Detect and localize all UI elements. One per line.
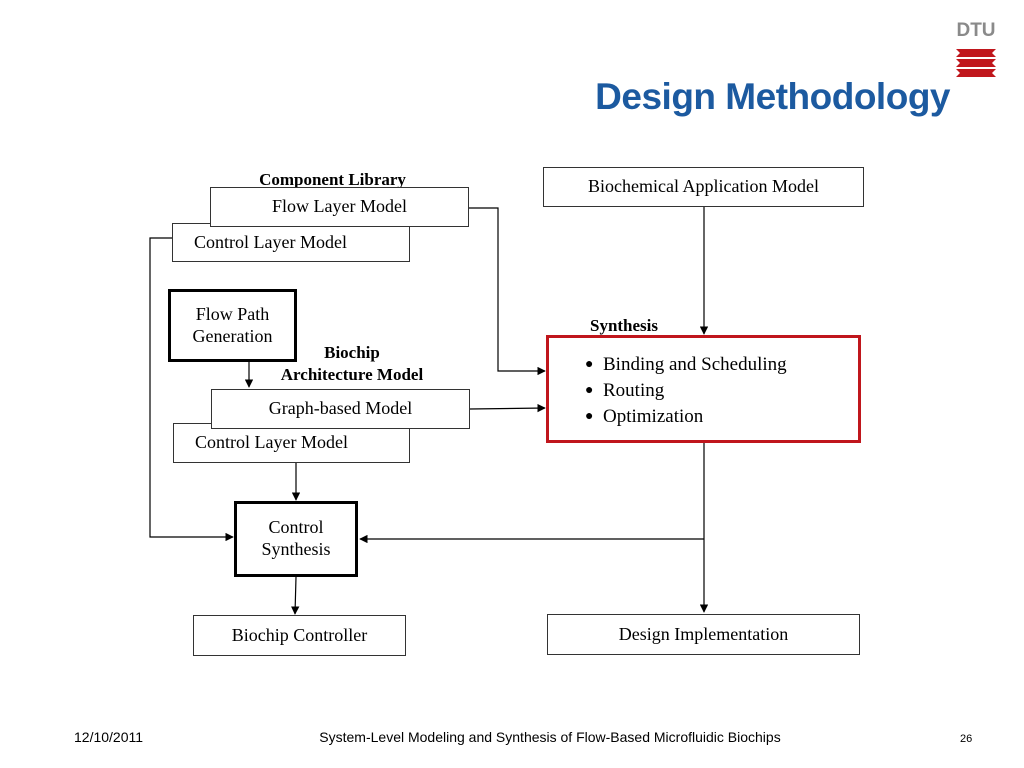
dtu-logo: DTU xyxy=(954,20,998,78)
design-implementation-label: Design Implementation xyxy=(618,623,789,644)
footer-date: 12/10/2011 xyxy=(74,729,144,745)
biochip-architecture-label: Biochip Architecture Model xyxy=(262,342,442,386)
arrow-control-synthesis-to-controller xyxy=(291,576,300,615)
control-synthesis-box: Control Synthesis xyxy=(234,501,358,577)
synthesis-item: ● Optimization xyxy=(583,404,787,430)
flow-path-label-line2: Generation xyxy=(192,325,273,346)
flow-layer-model-box: Flow Layer Model xyxy=(210,187,469,227)
biochip-architecture-label-line1: Biochip xyxy=(324,343,380,362)
synthesis-item-label: Binding and Scheduling xyxy=(603,354,787,375)
control-synthesis-label-line1: Control xyxy=(268,517,324,538)
biochip-controller-label: Biochip Controller xyxy=(231,624,368,645)
synthesis-item-label: Routing xyxy=(603,380,665,401)
synthesis-item: ● Binding and Scheduling xyxy=(583,352,787,378)
control-synthesis-label-line2: Synthesis xyxy=(261,539,331,559)
design-implementation-box: Design Implementation xyxy=(547,614,860,655)
biochip-controller-box: Biochip Controller xyxy=(193,615,406,656)
graph-based-model-label: Graph-based Model xyxy=(268,398,413,419)
graph-based-model-box: Graph-based Model xyxy=(211,389,470,429)
bullet-icon: ● xyxy=(585,357,594,372)
control-layer-model-top-label: Control Layer Model xyxy=(194,231,347,252)
footer-caption: System-Level Modeling and Synthesis of F… xyxy=(319,729,781,745)
synthesis-item-label: Optimization xyxy=(603,406,704,427)
bullet-icon: ● xyxy=(585,383,594,398)
biochemical-application-model-label: Biochemical Application Model xyxy=(588,176,819,197)
synthesis-list: ● Binding and Scheduling ● Routing ● Optimi… xyxy=(583,352,787,430)
synthesis-label: Synthesis xyxy=(589,316,659,335)
biochip-architecture-label-line2: Architecture Model xyxy=(280,365,424,385)
slide-title: Design Methodology xyxy=(595,76,950,117)
control-layer-model-top-box: Control Layer Model xyxy=(172,223,410,262)
synthesis-box xyxy=(546,335,861,443)
arrow-control-layer-to-control-synthesis xyxy=(149,237,234,542)
synthesis-item: ● Routing xyxy=(583,378,787,404)
flow-path-generation-box: Flow Path Generation xyxy=(168,289,297,362)
dtu-logo-text: DTU xyxy=(956,20,996,41)
arrow-flow-layer-to-synthesis xyxy=(469,207,546,376)
page-number: 26 xyxy=(960,733,973,745)
control-layer-model-bottom-box: Control Layer Model xyxy=(173,423,410,463)
biochemical-application-model-box: Biochemical Application Model xyxy=(543,167,864,207)
component-library-label: Component Library xyxy=(259,170,406,189)
bullet-icon: ● xyxy=(585,409,594,424)
flow-layer-model-label: Flow Layer Model xyxy=(272,196,407,217)
control-layer-model-bottom-label: Control Layer Model xyxy=(195,432,348,453)
dtu-wave-icon xyxy=(956,49,996,77)
arrow-graph-to-synthesis xyxy=(469,403,546,413)
flow-path-label-line1: Flow Path xyxy=(195,303,270,324)
